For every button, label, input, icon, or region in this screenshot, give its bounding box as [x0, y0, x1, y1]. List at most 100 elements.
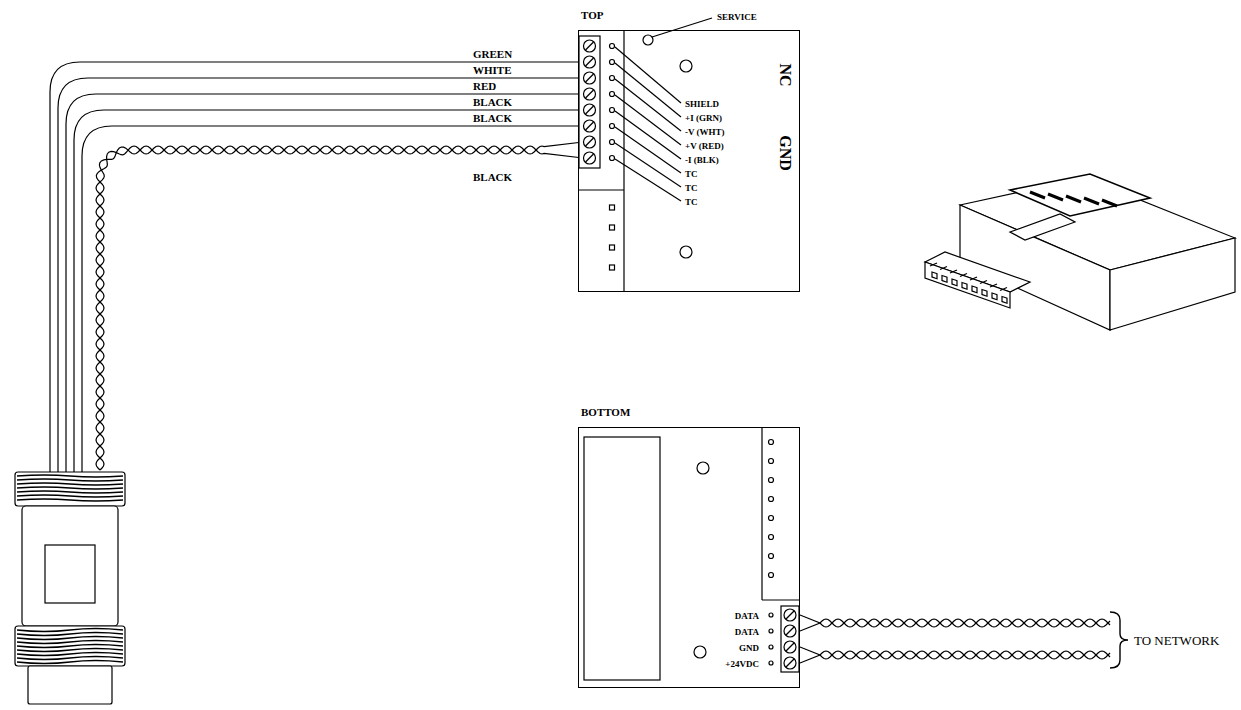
module-label-plate — [1010, 174, 1150, 216]
thread-line — [17, 629, 123, 632]
terminal-screw — [584, 40, 596, 52]
screw-slot — [586, 122, 594, 130]
screw-slot — [586, 74, 594, 82]
component-outline — [584, 437, 660, 680]
terminal-strip-front — [925, 262, 1010, 308]
wire — [58, 78, 583, 472]
terminal-screw — [784, 641, 796, 653]
pin-label: +V (RED) — [685, 142, 724, 151]
pin-label: -I (BLK) — [685, 156, 719, 165]
terminal-screw-mark — [970, 277, 977, 280]
wire-color-label: GREEN — [473, 49, 512, 60]
terminal-screw-mark — [980, 281, 987, 284]
pin-hole — [769, 497, 774, 502]
pin-label: SHIELD — [685, 100, 719, 109]
pin-hole — [769, 645, 773, 649]
knurl-line — [17, 487, 123, 489]
pin-hole — [769, 613, 773, 617]
thread-line — [17, 661, 123, 664]
pin-label: GND — [739, 644, 759, 653]
pin-hole — [769, 440, 774, 445]
wire — [66, 94, 583, 472]
terminal-screw-mark — [960, 274, 967, 277]
pin-hole — [610, 108, 615, 113]
connector-body — [22, 506, 118, 626]
terminal-slot — [972, 286, 977, 293]
service-label: SERVICE — [717, 13, 757, 22]
knurl-line — [17, 491, 123, 493]
terminal-screw — [584, 88, 596, 100]
board-divider — [762, 599, 800, 600]
terminal-screw — [584, 104, 596, 116]
knurl-line — [17, 479, 123, 481]
board-divider — [761, 427, 762, 600]
wire-color-label: RED — [473, 81, 496, 92]
pin-label: -V (WHT) — [685, 128, 725, 137]
module-sketch — [925, 174, 1235, 330]
terminal-slot — [992, 293, 997, 300]
terminal-slot — [942, 276, 947, 283]
terminal-screw — [784, 625, 796, 637]
board-heading: BOTTOM — [581, 407, 630, 418]
terminal-slot — [1002, 297, 1007, 304]
plate-marking — [1048, 194, 1063, 200]
thread-line — [17, 657, 123, 660]
terminal-screw — [584, 120, 596, 132]
terminal-screw — [784, 657, 796, 669]
module-side — [1110, 238, 1235, 330]
pin-hole — [610, 124, 615, 129]
screw-slot — [586, 154, 594, 162]
terminal-slot — [952, 279, 957, 286]
screw-slot — [786, 627, 794, 635]
pin-label: DATA — [735, 612, 759, 621]
terminal-slot — [962, 283, 967, 290]
pin-hole — [610, 156, 615, 161]
screw-slot — [586, 58, 594, 66]
service-button — [643, 35, 653, 45]
board-marking: NC — [777, 63, 793, 86]
wire — [82, 126, 583, 472]
wire-color-label: WHITE — [473, 65, 512, 76]
pin-hole — [610, 92, 615, 97]
pin-hole — [610, 60, 615, 65]
mounting-hole — [680, 246, 692, 258]
terminal-screw — [784, 609, 796, 621]
terminal-screw-mark — [950, 270, 957, 273]
plate-marking — [1102, 200, 1117, 206]
mounting-hole — [694, 646, 706, 658]
board-marking: GND — [777, 135, 793, 171]
thread-line — [17, 649, 123, 652]
pin-label: TC — [685, 184, 698, 193]
leader-line — [615, 159, 681, 201]
bracket — [1110, 612, 1128, 668]
pin-hole — [610, 245, 615, 250]
network-label: TO NETWORK — [1134, 634, 1219, 647]
thread-line — [17, 637, 123, 640]
terminal-screw-mark — [940, 267, 947, 270]
leader-line — [615, 111, 681, 159]
screw-terminal-block — [579, 36, 600, 168]
terminal-screw — [584, 152, 596, 164]
mounting-hole — [680, 60, 692, 72]
leader-line — [615, 47, 681, 103]
pin-hole — [769, 573, 774, 578]
wire — [50, 62, 583, 472]
pin-label: +24VDC — [725, 660, 759, 669]
thread-line — [17, 645, 123, 648]
network-wire — [800, 651, 1110, 663]
knurl-line — [17, 499, 123, 501]
screw-slot — [586, 138, 594, 146]
thread-line — [17, 641, 123, 644]
pin-hole — [610, 205, 615, 210]
pin-hole — [610, 265, 615, 270]
knurl-line — [17, 495, 123, 497]
pin-label: TC — [685, 170, 698, 179]
connector-window — [45, 545, 95, 603]
wire-color-label: BLACK — [473, 172, 512, 183]
knurl-line — [17, 475, 123, 477]
screw-terminal-block — [781, 606, 799, 672]
terminal-slot — [932, 272, 937, 279]
terminal-slot — [982, 290, 987, 297]
